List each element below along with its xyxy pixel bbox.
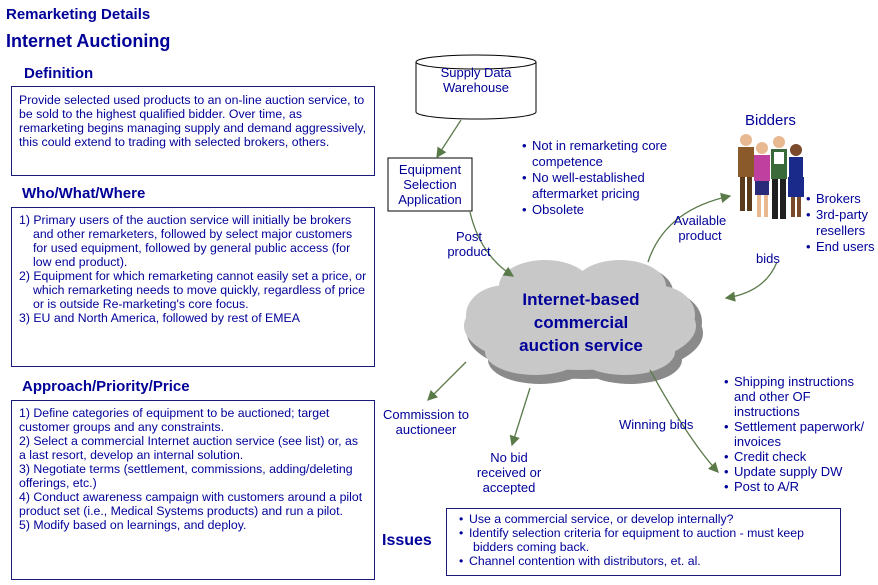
reason-item: No well-established aftermarket pricing (514, 170, 689, 202)
who-what-where-heading: Who/What/Where (22, 185, 146, 202)
commission-label: Commission to auctioneer (383, 407, 469, 437)
arrow-no-bid (509, 387, 531, 447)
arrow-commission (427, 361, 467, 401)
who-item-1: 1) Primary users of the auction service … (19, 213, 353, 269)
winning-bids-label: Winning bids (619, 417, 694, 432)
bidder-type-item: Brokers (806, 191, 878, 207)
definition-heading: Definition (24, 65, 94, 82)
available-product-label: Available product (673, 213, 727, 243)
cloud-label: Internet-based commercial auction servic… (519, 290, 643, 355)
bidders-title: Bidders (745, 112, 796, 129)
post-product-label: Post product (447, 229, 491, 259)
auction-cloud (464, 260, 696, 375)
approach-item-3: 3) Negotiate terms (settlement, commissi… (19, 462, 353, 490)
issue-item: Use a commercial service, or develop int… (453, 512, 834, 526)
arrow-bids (724, 261, 778, 302)
issues-heading: Issues (382, 532, 432, 549)
reason-item: Not in remarketing core competence (514, 138, 689, 170)
followup-item: Settlement paperwork/ invoices (724, 419, 878, 449)
reasons-list: Not in remarketing core competence No we… (514, 138, 689, 218)
definition-box: Provide selected used products to an on-… (11, 86, 375, 176)
approach-item-5: 5) Modify based on learnings, and deploy… (19, 518, 247, 532)
supply-dw-cylinder (415, 54, 537, 120)
no-bid-label: No bid received or accepted (476, 450, 542, 495)
approach-box: 1) Define categories of equipment to be … (11, 400, 375, 580)
who-what-where-box: 1) Primary users of the auction service … (11, 207, 375, 367)
arrow-dw-to-app (436, 119, 462, 159)
bidder-type-item: End users (806, 239, 878, 255)
who-item-2: 2) Equipment for which remarketing canno… (19, 269, 367, 311)
who-item-3: 3) EU and North America, followed by res… (19, 311, 300, 325)
supply-dw-label: Supply Data Warehouse (440, 65, 512, 95)
issue-item: Channel contention with distributors, et… (453, 554, 834, 568)
issues-box: Use a commercial service, or develop int… (446, 508, 841, 576)
arrow-available-product (647, 192, 732, 263)
followup-item: Update supply DW (724, 464, 878, 479)
bids-label: bids (756, 251, 780, 266)
arrow-post-product (469, 211, 515, 277)
approach-item-2: 2) Select a commercial Internet auction … (19, 434, 358, 462)
approach-item-1: 1) Define categories of equipment to be … (19, 406, 330, 434)
equipment-app-box (387, 157, 473, 212)
definition-text: Provide selected used products to an on-… (19, 93, 367, 149)
reason-item: Obsolete (514, 202, 689, 218)
equipment-app-label: Equipment Selection Application (398, 162, 462, 207)
arrow-winning-bids (649, 369, 719, 473)
followup-item: Post to A/R (724, 479, 878, 494)
bidders-people-icon (738, 134, 804, 219)
approach-item-4: 4) Conduct awareness campaign with custo… (19, 490, 363, 518)
bidder-types-list: Brokers 3rd-party resellers End users (806, 191, 878, 255)
page-title: Remarketing Details (6, 6, 151, 23)
bidder-type-item: 3rd-party resellers (806, 207, 878, 239)
followup-list: Shipping instructions and other OF instr… (724, 374, 878, 494)
issue-item: Identify selection criteria for equipmen… (453, 526, 834, 554)
approach-heading: Approach/Priority/Price (22, 378, 190, 395)
followup-item: Shipping instructions and other OF instr… (724, 374, 878, 419)
followup-item: Credit check (724, 449, 878, 464)
page-subtitle: Internet Auctioning (6, 31, 171, 51)
